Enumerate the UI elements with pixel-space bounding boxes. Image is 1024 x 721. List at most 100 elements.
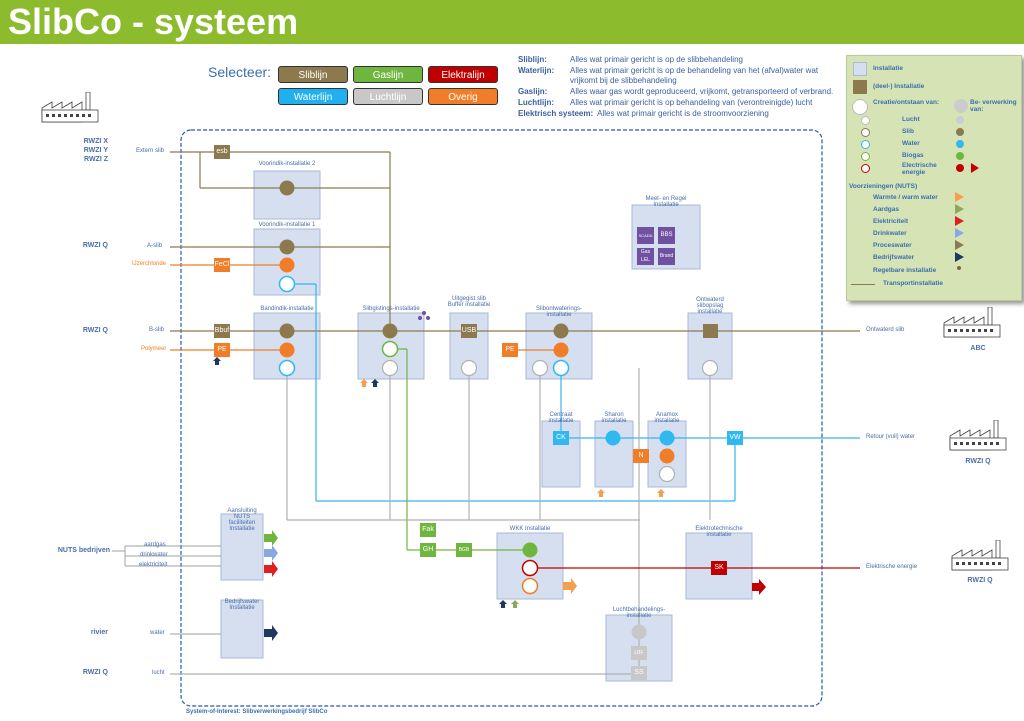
warmte-circle-wkk <box>521 577 539 595</box>
ontwaterd-square <box>703 324 718 338</box>
tag-bbs: BBS <box>658 227 675 244</box>
tag-brand: Brand <box>658 248 675 265</box>
dest-rwzi-q-water: RWZI Q <box>965 458 991 465</box>
biogas-circle-gisting <box>381 340 399 358</box>
source-rwzi-z: RWZI Z <box>84 156 108 163</box>
legend-slib: Slib <box>902 128 914 135</box>
tag-bgb: BGB <box>456 543 472 557</box>
bedrijfswater-box <box>220 599 264 659</box>
title-meetregel: Meet- en Regel Installatie <box>645 196 687 208</box>
system-of-interest-label: System-of-Interest: Slibverwerkingsbedri… <box>186 709 328 715</box>
label-b-slib: B-slib <box>149 327 165 333</box>
tag-n: N <box>633 449 649 463</box>
legend-voorzieningen: Voorzieningen (NUTS) <box>849 183 918 190</box>
legend-installatie-swatch <box>853 62 867 76</box>
label-aardgas: aardgas <box>144 542 166 548</box>
legend-water: Water <box>902 140 920 147</box>
legend-water-filled-icon <box>956 140 964 148</box>
legend-lucht-icon <box>861 116 870 125</box>
sliblijn-button[interactable]: Sliblijn <box>278 66 348 83</box>
elec-circle-wkk <box>521 559 539 577</box>
air-lines <box>170 368 711 675</box>
elektralijn-button[interactable]: Elektralijn <box>428 66 498 83</box>
legend-elektrisch-arrow-icon <box>971 163 979 173</box>
selector-label: Selecteer: <box>208 64 272 80</box>
def-waterlijn-2: vrijkomt bij de slibbehandeling <box>570 76 677 85</box>
page-title: SlibCo - systeem <box>8 1 299 42</box>
source-rwzi-q-b: RWZI Q <box>82 327 108 334</box>
legend-drinkwater: Drinkwater <box>873 230 907 237</box>
legend-panel: Installatie (deel-) Installatie Creatie/… <box>846 55 1022 301</box>
water-circles <box>278 275 570 377</box>
legend-bedrijfswater: Bedrijfswater <box>873 254 915 261</box>
tag-bbuf: Bbuf <box>214 324 230 338</box>
label-retour-water: Retour (vuil) water <box>866 434 916 440</box>
legend-proceswater: Proceswater <box>873 242 912 249</box>
waterlijn-button[interactable]: Waterlijn <box>278 88 348 105</box>
source-rwzi-x: RWZI X <box>83 138 108 145</box>
label-a-slib: A-slib <box>147 243 163 249</box>
title-nuts: Aansluiting NUTS faciliteiten Installati… <box>227 508 257 532</box>
nuts-lines <box>112 545 221 567</box>
title-wkk: WKK Installatie <box>509 526 551 532</box>
tag-lbf: LBF <box>631 646 647 660</box>
title-bedrijfswater: Bedrijfswater Installatie <box>224 599 260 611</box>
title-slibontwatering: Slibontwaterings-installatie <box>535 306 583 318</box>
legend-aardgas-arrow-icon <box>955 204 964 214</box>
legend-slib-filled-icon <box>956 128 964 136</box>
header-bar: SlibCo - systeem <box>0 0 1024 44</box>
label-ontwaterd-slib: Ontwaterd slib <box>866 327 905 333</box>
legend-elektrisch-icon <box>861 164 870 173</box>
legend-deel-swatch <box>853 80 867 94</box>
def-luchtlijn: Luchtlijn:Alles wat primair gericht is o… <box>518 98 813 107</box>
legend-creatie: Creatie/ontstaan van: <box>873 99 940 106</box>
dest-rwzi-q-elec: RWZI Q <box>967 577 993 584</box>
legend-aardgas: Aardgas <box>873 206 900 213</box>
legend-lucht: Lucht <box>902 116 920 123</box>
luchtlijn-button[interactable]: Luchtlijn <box>353 88 423 105</box>
gaslijn-button[interactable]: Gaslijn <box>353 66 423 83</box>
legend-deel: (deel-) Installatie <box>873 83 925 90</box>
label-drinkwater: drinkwater <box>140 552 168 558</box>
label-polymeer: Polymeer <box>141 346 167 352</box>
legend-elektriciteit: Elektriciteit <box>873 218 909 225</box>
source-rwzi-q-a: RWZI Q <box>82 242 108 249</box>
title-voorindik2: Voorindik-installatie 2 <box>258 161 316 167</box>
dest-abc: ABC <box>970 345 986 352</box>
tag-scada: SCADA <box>637 227 654 244</box>
legend-regelbare-icon <box>957 266 961 270</box>
legend-elektriciteit-arrow-icon <box>955 216 964 226</box>
legend-elektrisch-filled-icon <box>956 164 964 172</box>
tag-fak: Fak <box>420 523 436 537</box>
tag-usb: USB <box>461 324 477 338</box>
system-boundary <box>180 129 823 707</box>
tag-esb: esb <box>214 145 230 159</box>
factory-icon <box>951 540 1009 571</box>
overig-button[interactable]: Overig <box>428 88 498 105</box>
title-slibgisting: Slibgistings-installatie <box>362 306 420 312</box>
label-ijzerchloride: IJzerchloride <box>132 261 167 267</box>
legend-water-icon <box>861 140 870 149</box>
tag-pe-bandindik: PE <box>214 343 230 357</box>
gray-circles <box>381 359 719 483</box>
legend-elektrisch: Electrische energie <box>902 162 937 176</box>
factory-icon <box>949 420 1007 451</box>
legend-installatie: Installatie <box>873 65 903 72</box>
title-luchtbehandeling: Luchtbehandelings-installatie <box>612 607 666 619</box>
factory-icon <box>41 92 99 123</box>
tag-gh: GH <box>420 543 436 557</box>
label-water: water <box>150 630 165 636</box>
title-anamox: Anamox installatie <box>654 412 680 424</box>
label-extern-slib: Extern slib <box>136 148 165 154</box>
orange-circles <box>279 257 675 464</box>
title-elektrotechnische: Elektrotechnische installatie <box>695 526 743 538</box>
title-sharon: Sharon installatie <box>601 412 627 424</box>
title-bandindik: Bandindik-installatie <box>260 306 314 312</box>
legend-biogas-filled-icon <box>956 152 964 160</box>
label-elektrische-energie: Elektrische energie <box>866 564 918 570</box>
legend-regelbare: Regelbare installatie <box>873 267 937 274</box>
label-lucht: lucht <box>152 670 165 676</box>
legend-biogas-icon <box>861 152 870 161</box>
legend-warmte: Warmte / warm water <box>873 194 938 201</box>
tag-ss: SS <box>631 666 647 680</box>
